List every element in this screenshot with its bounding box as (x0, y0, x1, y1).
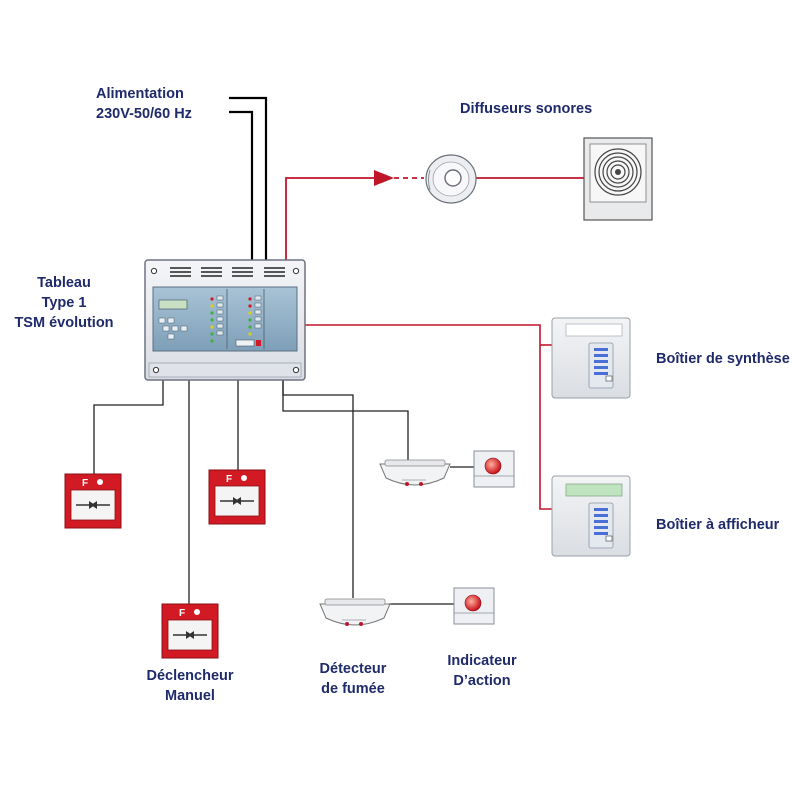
panel-label-line1: Tableau (37, 275, 91, 291)
power-supply-label-line1: Alimentation (96, 86, 184, 102)
call-point-label-line2: Manuel (165, 688, 215, 704)
call-point-label: Déclencheur Manuel (130, 666, 250, 706)
smoke-detector-2 (319, 598, 391, 626)
display-box-label: Boîtier à afficheur (656, 517, 780, 533)
display-box (551, 475, 631, 557)
speaker-sounder (583, 137, 653, 221)
action-indicator-label: Indicateur D’action (422, 651, 542, 691)
call-point-label-line1: Déclencheur (146, 668, 234, 684)
summary-box-label: Boîtier de synthèse (656, 351, 790, 367)
display-box-wires (305, 324, 552, 510)
smoke-detector-1 (379, 459, 451, 486)
call-point-3: F (161, 603, 219, 659)
smoke-detector-label: Détecteur de fumée (293, 659, 413, 699)
action-indicator-2 (453, 587, 495, 625)
panel-leds (210, 297, 252, 343)
power-wires (229, 96, 268, 262)
power-supply-label: Alimentation 230V-50/60 Hz (96, 84, 192, 124)
call-point-mark: F (226, 474, 232, 485)
call-point-mark: F (82, 478, 88, 489)
siren-sounder (425, 154, 477, 204)
sounder-wire (285, 177, 584, 262)
sounders-label: Diffuseurs sonores (460, 101, 593, 117)
smoke-detector-label-line2: de fumée (321, 681, 385, 697)
call-point-1: F (64, 473, 122, 529)
summary-box (551, 317, 631, 399)
power-supply-label-line2: 230V-50/60 Hz (96, 106, 192, 122)
arrow-icon (374, 170, 394, 186)
panel-label-line2: Type 1 (41, 295, 87, 311)
panel-vents (170, 267, 285, 277)
action-indicator-1 (473, 450, 515, 488)
smoke-detector-label-line1: Détecteur (319, 661, 387, 677)
action-indicator-label-line1: Indicateur (447, 653, 517, 669)
panel-label: Tableau Type 1 TSM évolution (4, 273, 124, 333)
loop-wires (93, 380, 474, 605)
control-panel (144, 259, 306, 381)
panel-label-line3: TSM évolution (14, 315, 114, 331)
call-point-2: F (208, 469, 266, 525)
call-point-mark: F (179, 608, 185, 619)
action-indicator-label-line2: D’action (453, 673, 511, 689)
